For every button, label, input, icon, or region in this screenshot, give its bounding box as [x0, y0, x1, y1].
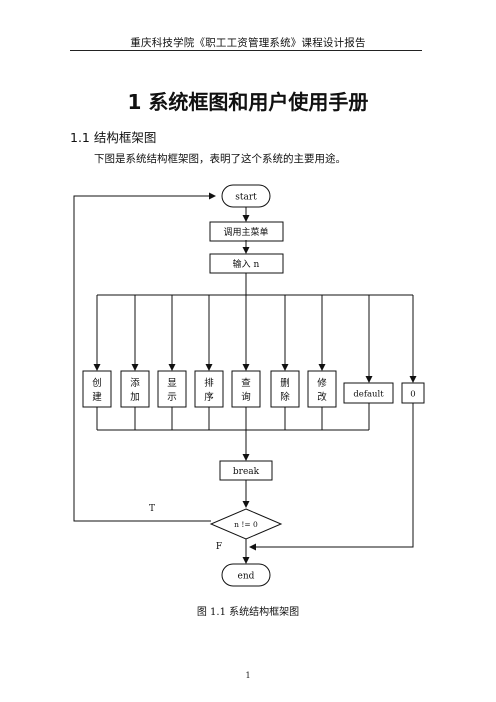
branch-7-top: 修 — [317, 377, 327, 389]
page-number: 1 — [245, 671, 251, 680]
page-header: 重庆科技学院《职工工资管理系统》课程设计报告 — [130, 37, 366, 49]
call-menu-label: 调用主菜单 — [223, 226, 268, 238]
box-call-menu — [209, 221, 284, 242]
arrow-zero-to-merge — [249, 403, 414, 551]
branch-7-bottom: 改 — [317, 391, 327, 403]
break-label: break — [233, 467, 260, 477]
branch-1-bottom: 建 — [92, 391, 102, 403]
branch-4-top: 排 — [204, 377, 214, 389]
default-label: default — [353, 390, 384, 400]
zero-label: 0 — [410, 390, 415, 400]
branch-3-top: 显 — [167, 378, 177, 389]
branch-2-top: 添 — [130, 378, 140, 389]
header-divider — [70, 50, 422, 51]
condition-label: n != 0 — [234, 520, 258, 529]
input-n-label: 输入 n — [233, 258, 260, 270]
false-label: F — [216, 542, 222, 552]
end-label: end — [238, 572, 255, 582]
section-title: 1.1 结构框架图 — [70, 130, 157, 145]
branch-2-bottom: 加 — [130, 392, 140, 403]
box-input-n — [209, 253, 284, 274]
branch-5-top: 查 — [241, 377, 251, 389]
loop-true-to-start — [73, 192, 216, 522]
branch-3-bottom: 示 — [167, 392, 177, 403]
start-label: start — [235, 193, 257, 203]
true-label: T — [149, 504, 155, 514]
branch-4-bottom: 序 — [204, 391, 214, 403]
intro-paragraph: 下图是系统结构框架图，表明了这个系统的主要用途。 — [94, 153, 346, 165]
chapter-title: 1 系统框图和用户使用手册 — [127, 90, 369, 114]
figure-caption: 图 1.1 系统结构框架图 — [196, 607, 300, 618]
branch-1-top: 创 — [92, 377, 102, 389]
branch-6-top: 删 — [280, 378, 290, 389]
branch-5-bottom: 询 — [241, 391, 251, 403]
terminator-end — [221, 563, 271, 587]
branch-6-bottom: 除 — [280, 391, 290, 403]
terminator-start — [221, 184, 271, 208]
